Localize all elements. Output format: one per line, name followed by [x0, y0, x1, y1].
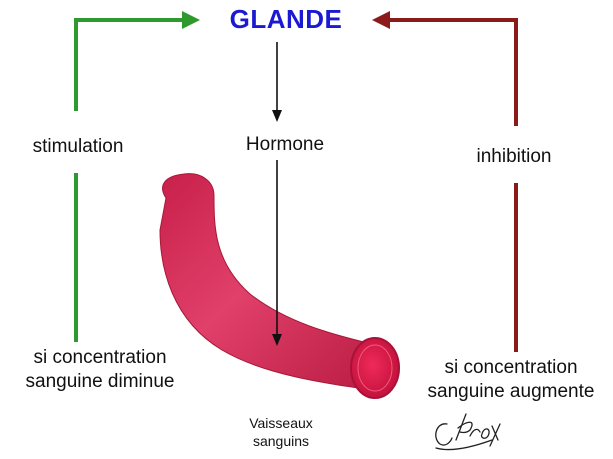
- vessel-label-line-2: sanguins: [226, 432, 336, 450]
- decrease-condition-line-1: si concentration: [14, 346, 186, 370]
- decrease-condition-label: si concentration sanguine diminue: [14, 346, 186, 394]
- vessel-label: Vaisseaux sanguins: [226, 414, 336, 450]
- hormone-arrows: [272, 42, 282, 346]
- increase-condition-line-2: sanguine augmente: [412, 380, 610, 404]
- decrease-condition-line-2: sanguine diminue: [14, 370, 186, 394]
- inhibition-arrow-upper: [386, 20, 516, 126]
- inhibition-arrow: [372, 11, 516, 352]
- vessel-label-line-1: Vaisseaux: [226, 414, 336, 432]
- inhibition-label: inhibition: [454, 146, 574, 168]
- blood-vessel: [160, 174, 399, 398]
- gland-title: GLANDE: [196, 4, 376, 35]
- increase-condition-label: si concentration sanguine augmente: [412, 356, 610, 404]
- gland-to-hormone-arrowhead: [272, 110, 282, 122]
- hormone-label: Hormone: [232, 134, 338, 156]
- increase-condition-line-1: si concentration: [412, 356, 610, 380]
- stimulation-arrow-upper: [76, 20, 186, 111]
- signature-mark: [436, 414, 500, 450]
- stimulation-label: stimulation: [16, 136, 140, 158]
